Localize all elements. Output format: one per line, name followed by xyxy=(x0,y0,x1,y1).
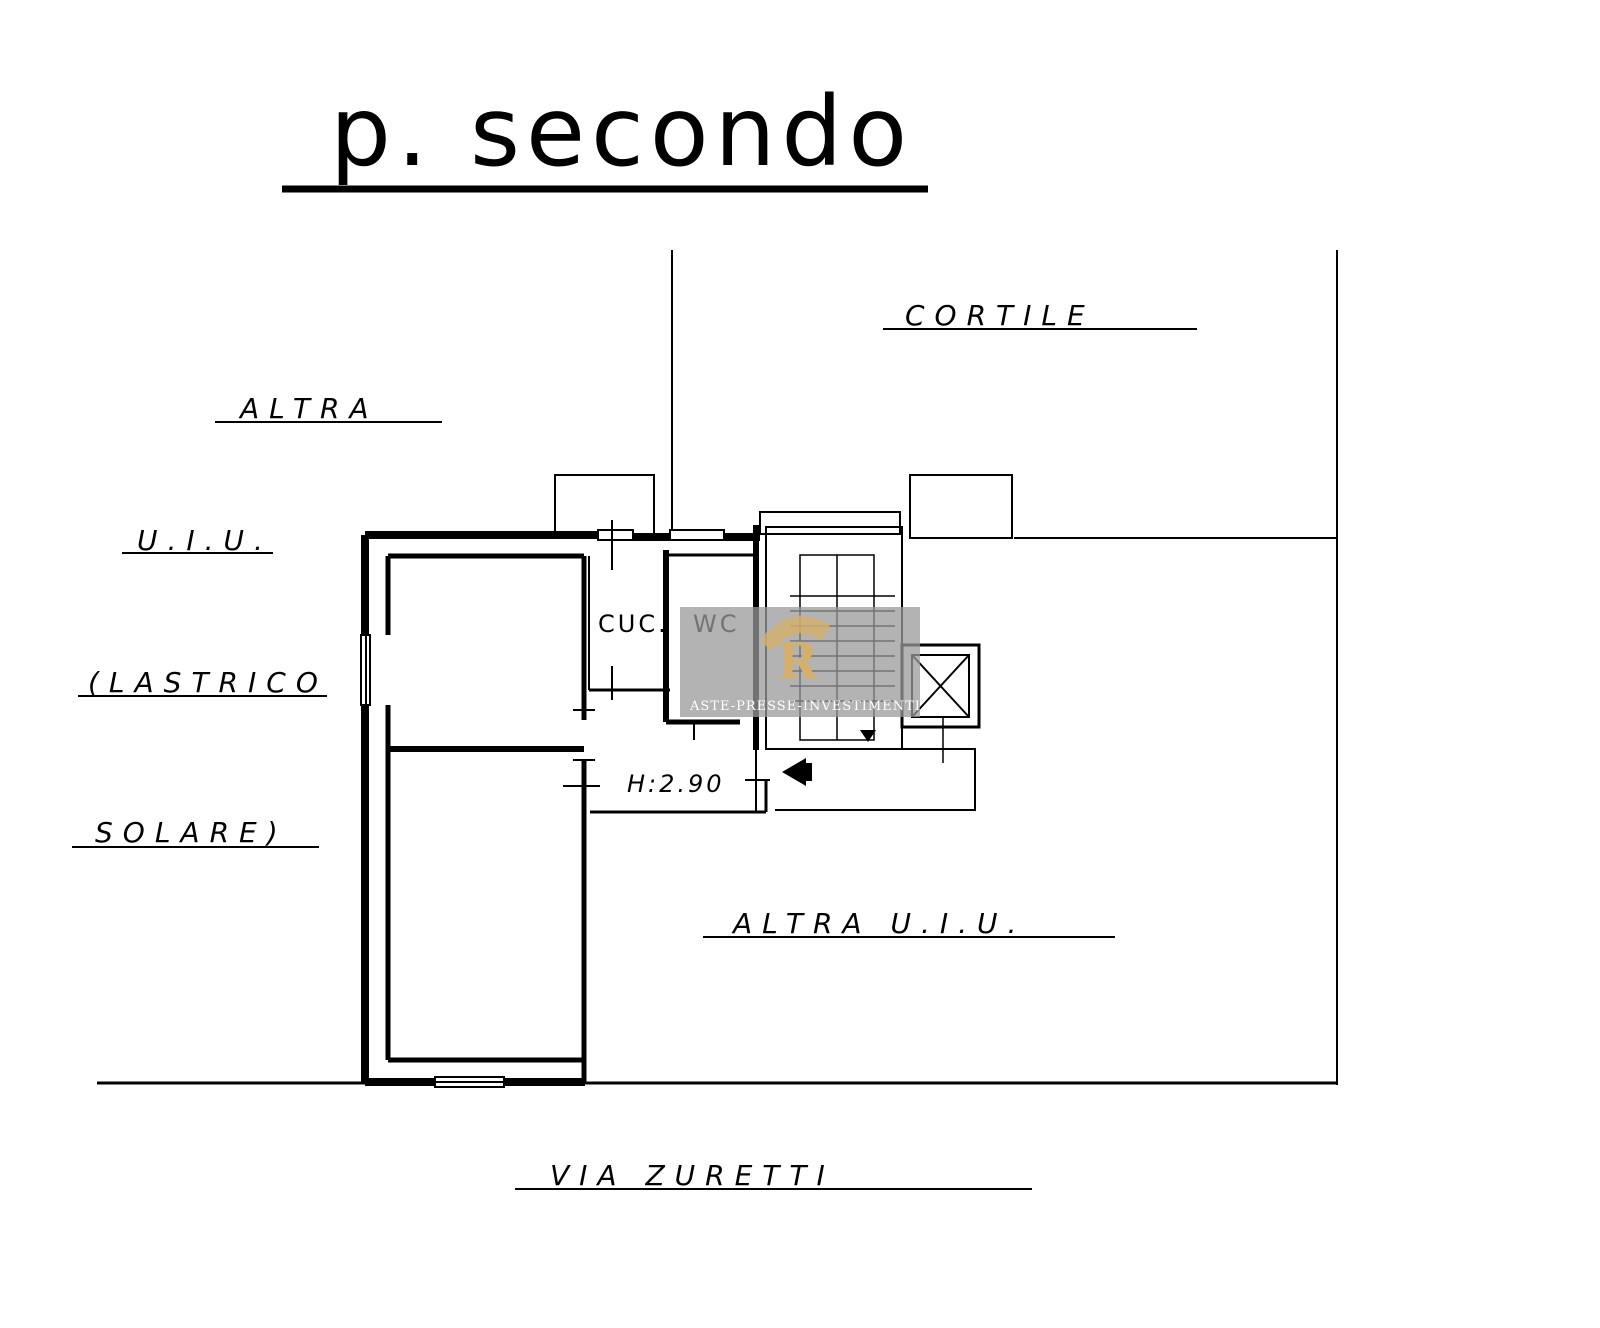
stair-landing-bottom xyxy=(775,748,976,811)
area-labels: CORTILE ALTRA U.I.U. (LASTRICO SOLARE) A… xyxy=(88,299,1095,1192)
elevator-cross-b xyxy=(911,654,970,718)
altra-left-label-3: (LASTRICO xyxy=(88,666,328,699)
watermark-swoosh-icon xyxy=(760,615,830,650)
stair-landing-top xyxy=(759,511,901,535)
stair-arrow-icon xyxy=(860,730,876,742)
altra-left-label-4: SOLARE) xyxy=(95,816,288,849)
elevator xyxy=(900,643,981,763)
entrance-marker xyxy=(782,758,812,786)
plan-title: p. secondo xyxy=(282,76,928,193)
window-top-left xyxy=(597,529,634,541)
watermark: R ASTE-PRESSE-INVESTIMENTI xyxy=(680,607,921,717)
unit-walls xyxy=(361,525,768,1086)
window-top-mid xyxy=(669,529,725,541)
altra-left-label-1: ALTRA xyxy=(238,392,379,425)
title-text: p. secondo xyxy=(330,76,913,188)
altra-left-label-2: U.I.U. xyxy=(137,524,273,557)
door-ticks xyxy=(563,520,770,787)
balcony-right xyxy=(909,474,1013,539)
label-underlines xyxy=(72,328,1197,1190)
watermark-text: ASTE-PRESSE-INVESTIMENTI xyxy=(689,699,921,714)
altra-right-label: ALTRA U.I.U. xyxy=(731,907,1026,940)
balconies xyxy=(554,474,1013,539)
height-label: H:2.90 xyxy=(627,770,725,798)
kitchen-label: CUC. xyxy=(598,610,669,638)
site-boundaries xyxy=(97,250,1338,1085)
street-label: VIA ZURETTI xyxy=(550,1159,835,1192)
windows xyxy=(360,529,725,1088)
entrance-arrow-tail xyxy=(806,763,812,781)
cortile-label: CORTILE xyxy=(905,299,1095,332)
watermark-logo-icon: R xyxy=(776,631,818,690)
balcony-left xyxy=(554,474,655,536)
entrance-arrow-icon xyxy=(782,758,806,786)
